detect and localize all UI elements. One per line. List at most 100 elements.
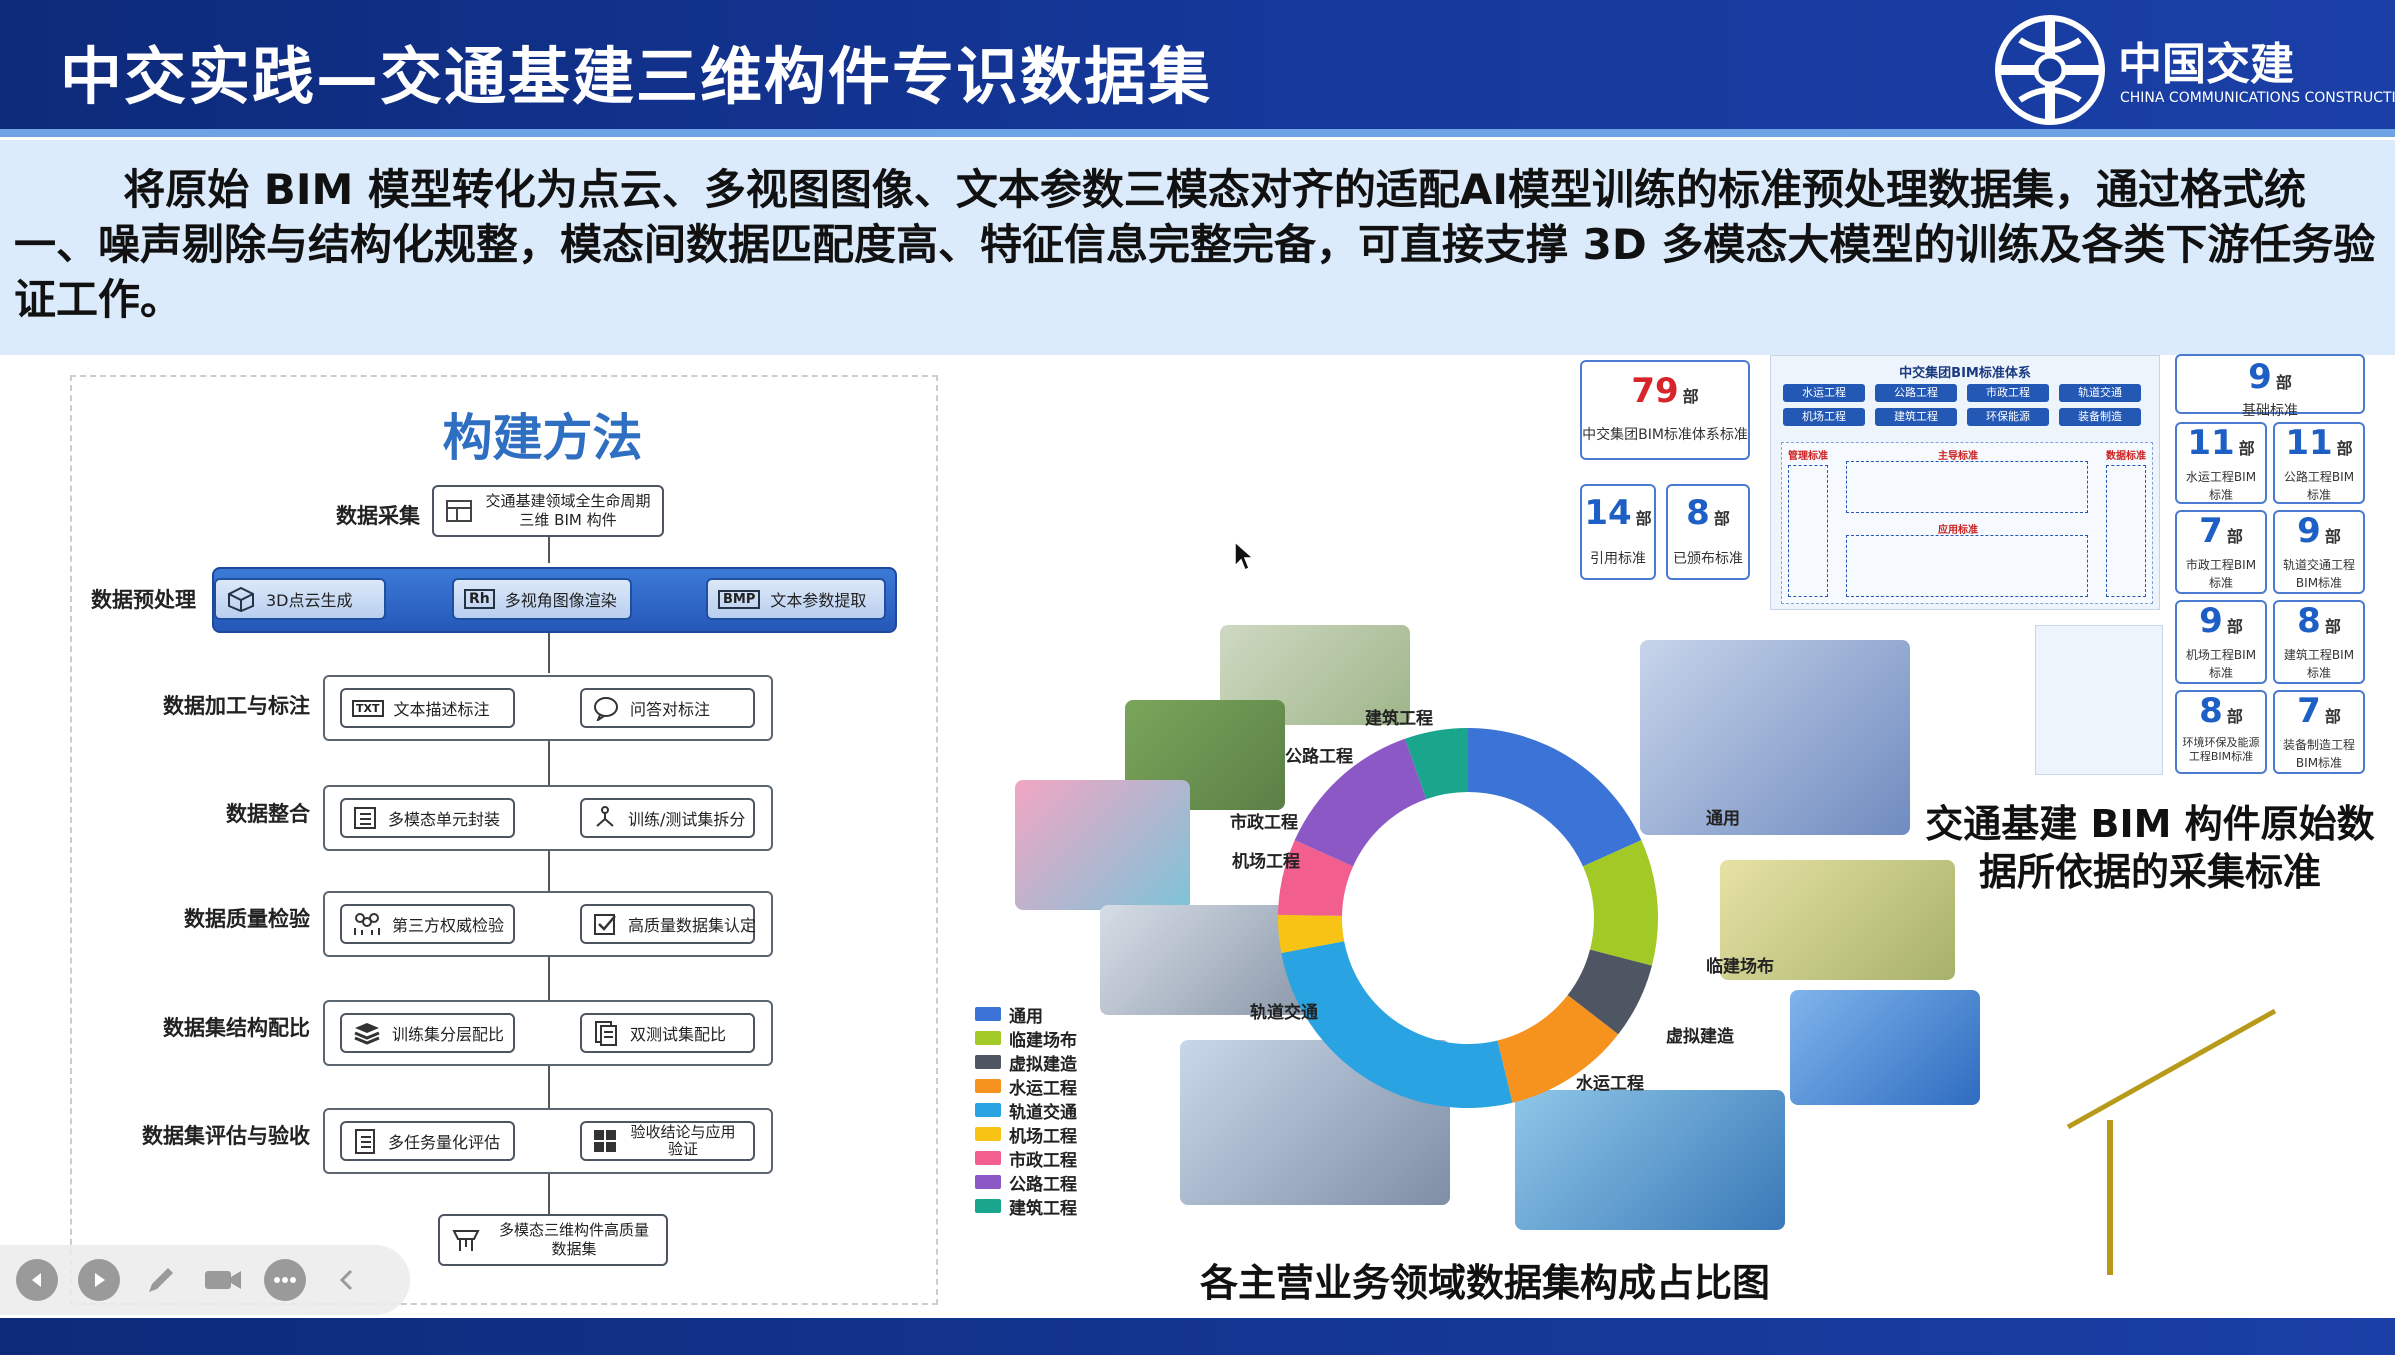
qa-label-box: 问答对标注 bbox=[580, 688, 755, 728]
render-box: Rh 多视角图像渲染 bbox=[452, 578, 632, 620]
sys-chip: 水运工程 bbox=[1783, 384, 1865, 402]
std-unit: 部 bbox=[2324, 527, 2341, 546]
prev-button[interactable] bbox=[16, 1259, 58, 1301]
legend-item: 水运工程 bbox=[975, 1074, 1077, 1099]
logo-text: 中国交建 bbox=[2118, 39, 2294, 90]
flow-arrow bbox=[548, 1066, 550, 1108]
legend-swatch bbox=[975, 1103, 1001, 1117]
std-name: 建筑工程BIM标准 bbox=[2283, 648, 2355, 680]
legend-swatch bbox=[975, 1151, 1001, 1165]
presentation-controls bbox=[0, 1245, 410, 1315]
multi-task-text: 多任务量化评估 bbox=[388, 1133, 501, 1152]
donut-slice-4 bbox=[1281, 941, 1513, 1108]
seg-label-municipal: 市政工程 bbox=[1230, 813, 1298, 833]
legend-item: 临建场布 bbox=[975, 1026, 1077, 1051]
checkbox-icon bbox=[594, 914, 616, 935]
param-box: BMP 文本参数提取 bbox=[706, 578, 886, 620]
std-name: 轨道交通工程BIM标准 bbox=[2282, 558, 2355, 590]
pointcloud-box: 3D点云生成 bbox=[214, 578, 386, 620]
more-button[interactable] bbox=[264, 1259, 306, 1301]
output-box: 多模态三维构件高质量数据集 bbox=[438, 1214, 668, 1266]
footer-bar bbox=[0, 1318, 2395, 1355]
txt-file-icon: TXT bbox=[352, 699, 384, 717]
std-count: 11 bbox=[2285, 423, 2333, 463]
std-count: 7 bbox=[2199, 511, 2223, 551]
step-label-quality: 数据质量检验 bbox=[184, 907, 310, 931]
legend-swatch bbox=[975, 1199, 1001, 1213]
donut-slice-5 bbox=[1278, 914, 1345, 954]
seg-label-water: 水运工程 bbox=[1576, 1074, 1644, 1094]
flow-arrow bbox=[548, 851, 550, 891]
header-stripe bbox=[0, 129, 2395, 137]
logo-subtext: CHINA COMMUNICATIONS CONSTRUCTION bbox=[2120, 90, 2395, 106]
seg-label-highway: 公路工程 bbox=[1285, 747, 1353, 767]
step-label-annotate: 数据加工与标注 bbox=[163, 694, 310, 718]
std-unit: 部 bbox=[2324, 617, 2341, 636]
donut-slice-1 bbox=[1582, 840, 1658, 966]
list-icon bbox=[354, 807, 376, 829]
std-unit: 部 bbox=[1682, 387, 1699, 406]
database-icon bbox=[446, 500, 472, 522]
std-thumbnail bbox=[2035, 625, 2163, 775]
camera-button[interactable] bbox=[202, 1259, 244, 1301]
pen-icon bbox=[149, 1268, 173, 1292]
legend-swatch bbox=[975, 1127, 1001, 1141]
legend-label: 建筑工程 bbox=[1009, 1198, 1077, 1219]
prev-icon bbox=[32, 1273, 41, 1287]
legend-label: 通用 bbox=[1009, 1006, 1043, 1027]
legend-label: 轨道交通 bbox=[1009, 1102, 1077, 1123]
seg-label-temp: 临建场布 bbox=[1706, 957, 1774, 977]
legend-item: 建筑工程 bbox=[975, 1194, 1077, 1219]
chart-caption: 各主营业务领域数据集构成占比图 bbox=[1200, 1261, 1771, 1305]
std-count: 9 bbox=[2248, 357, 2272, 397]
camera-icon bbox=[205, 1271, 241, 1289]
legend-label: 水运工程 bbox=[1009, 1078, 1077, 1099]
flow-arrow bbox=[548, 633, 550, 673]
text-label-box: TXT 文本描述标注 bbox=[340, 688, 515, 728]
step-label-ratio: 数据集结构配比 bbox=[163, 1016, 310, 1040]
intro-band bbox=[0, 140, 2395, 355]
collapse-button[interactable] bbox=[326, 1259, 368, 1301]
test-ratio-text: 双测试集配比 bbox=[630, 1025, 727, 1044]
std-count: 8 bbox=[2199, 691, 2223, 731]
method-title: 构建方法 bbox=[442, 409, 643, 467]
legend-swatch bbox=[975, 1175, 1001, 1189]
port-illustration bbox=[1515, 1090, 1785, 1230]
bim-system-title: 中交集团BIM标准体系 bbox=[1899, 366, 2031, 381]
collect-box: 交通基建领域全生命周期三维 BIM 构件 bbox=[432, 485, 664, 537]
flow-arrow bbox=[548, 1174, 550, 1214]
donut-slice-7 bbox=[1294, 738, 1427, 867]
std-unit: 部 bbox=[2226, 707, 2243, 726]
std-unit: 部 bbox=[1713, 509, 1730, 528]
more-icon bbox=[274, 1277, 296, 1283]
play-button[interactable] bbox=[78, 1259, 120, 1301]
std-count: 7 bbox=[2297, 691, 2321, 731]
std-unit: 部 bbox=[2226, 617, 2243, 636]
flow-arrow bbox=[548, 741, 550, 785]
flow-arrow bbox=[548, 537, 550, 563]
std-name: 机场工程BIM标准 bbox=[2185, 648, 2257, 680]
legend-item: 市政工程 bbox=[975, 1146, 1077, 1171]
collect-text: 交通基建领域全生命周期三维 BIM 构件 bbox=[485, 492, 651, 529]
sys-bottom-tag: 应用标准 bbox=[1938, 525, 1978, 536]
play-icon bbox=[95, 1273, 105, 1287]
std-count: 9 bbox=[2199, 601, 2223, 641]
legend-item: 机场工程 bbox=[975, 1122, 1077, 1147]
std-count: 9 bbox=[2297, 511, 2321, 551]
sys-chip: 机场工程 bbox=[1783, 408, 1865, 426]
certify-text: 高质量数据集认定 bbox=[628, 916, 757, 935]
chart-legend: 通用临建场布虚拟建造水运工程轨道交通机场工程市政工程公路工程建筑工程 bbox=[975, 1002, 1077, 1219]
certify-box: 高质量数据集认定 bbox=[580, 904, 757, 944]
domain-donut-chart bbox=[1278, 728, 1658, 1108]
sys-chip: 市政工程 bbox=[1967, 384, 2049, 402]
std-issued-name: 已颁布标准 bbox=[1673, 551, 1743, 567]
sys-center-tag: 主导标准 bbox=[1938, 451, 1978, 462]
std-cite-count: 14 bbox=[1584, 493, 1632, 533]
pen-button[interactable] bbox=[140, 1259, 182, 1301]
bmp-icon: BMP bbox=[718, 589, 761, 609]
